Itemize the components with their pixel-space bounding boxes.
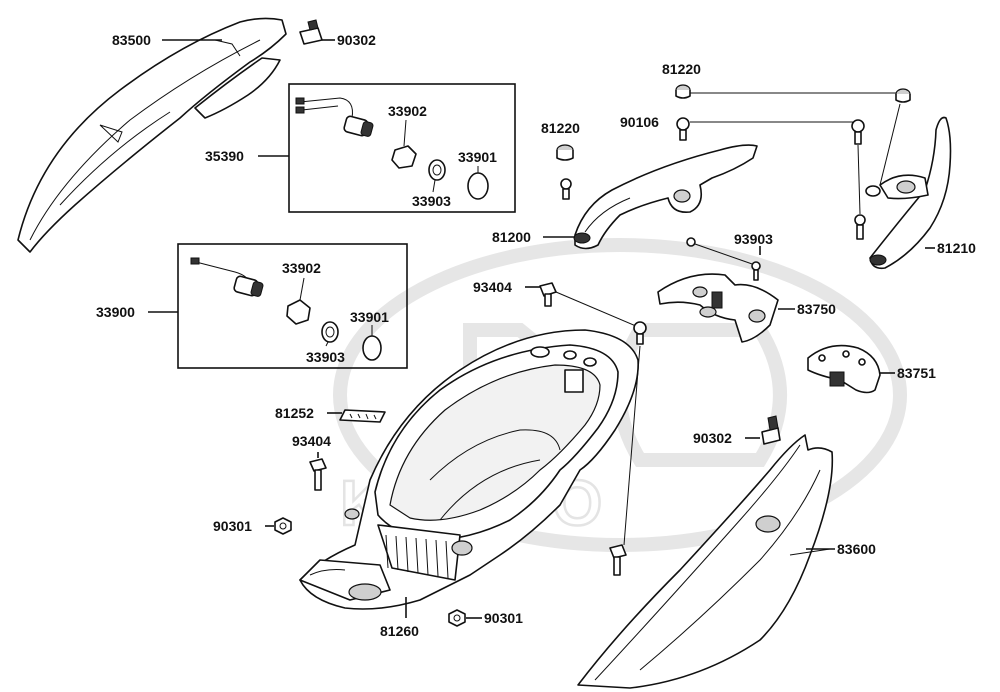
- part-83750-bracket: [657, 273, 779, 343]
- part-93903-screw: [686, 237, 761, 281]
- label-83750: 83750: [797, 301, 836, 317]
- label-33903-a: 33903: [412, 193, 451, 209]
- label-33902-a: 33902: [388, 103, 427, 119]
- part-90301-nut-bottom: [448, 609, 466, 627]
- part-81200-grab-rail: [560, 144, 758, 250]
- part-93404-bolt-left: [309, 452, 327, 491]
- part-81260-luggage-box: [299, 329, 639, 610]
- part-grommet-right: [895, 88, 911, 103]
- part-83500-side-cover: [17, 17, 287, 253]
- kit-box-33900: 33900 33902 33903 33901: [96, 243, 408, 369]
- label-33901-b: 33901: [350, 309, 389, 325]
- part-81252-pad: [339, 409, 386, 423]
- label-90302-right: 90302: [693, 430, 732, 446]
- label-33901-a: 33901: [458, 149, 497, 165]
- label-81210: 81210: [937, 240, 976, 256]
- label-93404-left: 93404: [292, 433, 331, 449]
- label-35390: 35390: [205, 148, 244, 164]
- part-90106-bolt: [676, 117, 690, 141]
- label-81200: 81200: [492, 229, 531, 245]
- label-81252: 81252: [275, 405, 314, 421]
- label-90301-bottom: 90301: [484, 610, 523, 626]
- label-93404-top: 93404: [473, 279, 512, 295]
- label-81220-top: 81220: [662, 61, 701, 77]
- part-90302-clip-top: [299, 19, 323, 45]
- label-90106: 90106: [620, 114, 659, 130]
- label-83751: 83751: [897, 365, 936, 381]
- label-90302-top: 90302: [337, 32, 376, 48]
- part-81210-grab-rail: [865, 116, 952, 270]
- part-bolt-lower: [609, 544, 627, 576]
- part-bolt-lower-right: [854, 214, 866, 240]
- part-81220-grommet-left: [556, 144, 574, 161]
- label-81220-left: 81220: [541, 120, 580, 136]
- label-83600: 83600: [837, 541, 876, 557]
- part-bolt-seat: [633, 321, 647, 345]
- label-33903-b: 33903: [306, 349, 345, 365]
- label-33900: 33900: [96, 304, 135, 320]
- part-90302-clip-right: [761, 415, 781, 445]
- part-83600-side-cover: [577, 434, 834, 689]
- part-93404-bolt-top: [539, 282, 557, 307]
- part-83751-bracket: [807, 344, 881, 394]
- part-81220-grommet-top: [675, 84, 691, 99]
- label-93903: 93903: [734, 231, 773, 247]
- label-33902-b: 33902: [282, 260, 321, 276]
- part-bolt-right: [851, 119, 865, 145]
- kit-box-35390: 35390 33902 33903 33901: [205, 83, 516, 213]
- part-90301-nut-left: [274, 517, 292, 535]
- label-90301-left: 90301: [213, 518, 252, 534]
- label-83500: 83500: [112, 32, 151, 48]
- label-81260: 81260: [380, 623, 419, 639]
